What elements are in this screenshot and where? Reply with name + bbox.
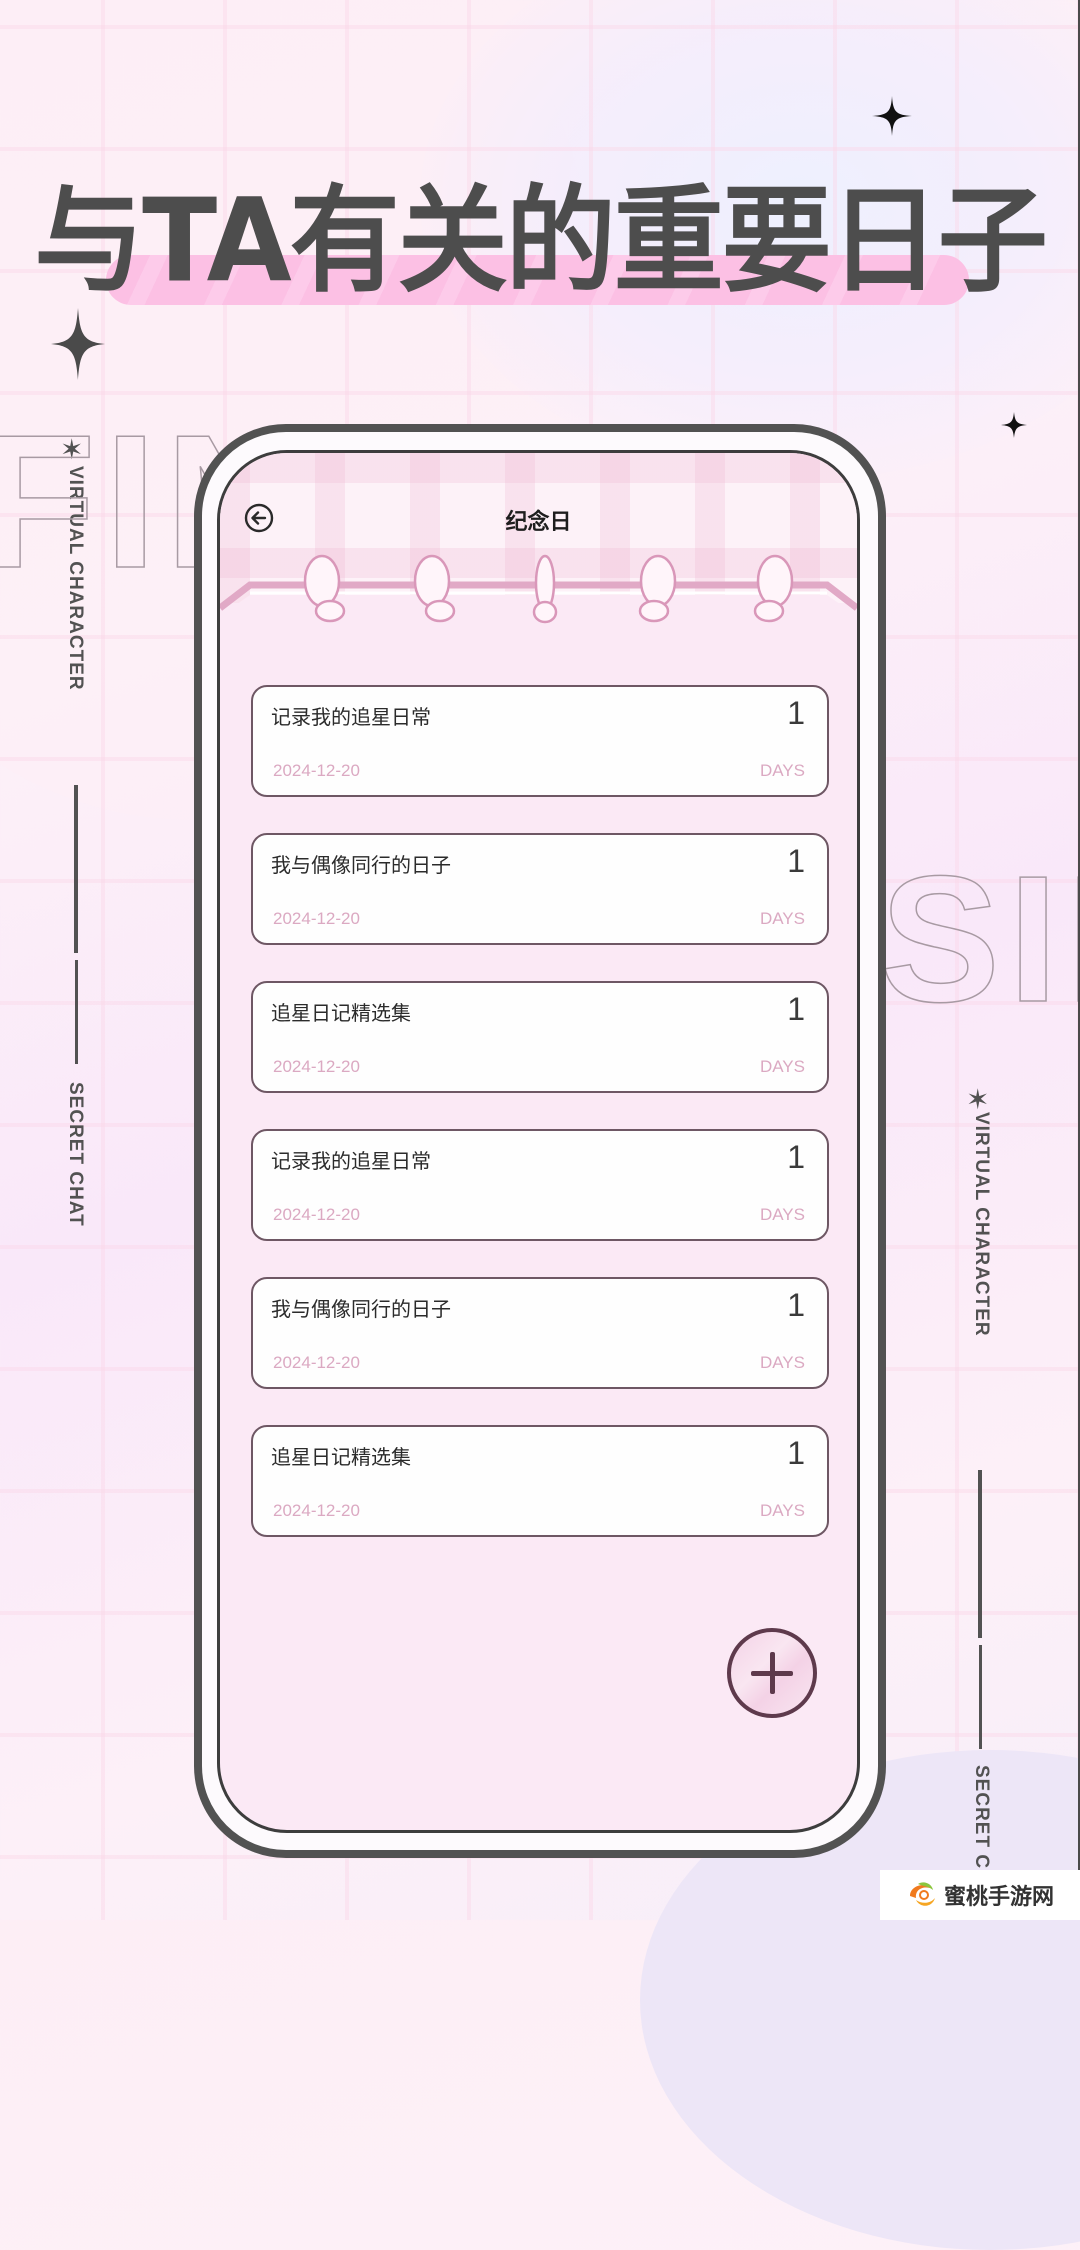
anniversary-card[interactable]: 追星日记精选集 1 2024-12-20 DAYS [251,981,829,1093]
anniversary-date: 2024-12-20 [273,1501,360,1520]
site-watermark: 蜜桃手游网 [880,1870,1080,1920]
anniversary-date: 2024-12-20 [273,1205,360,1224]
anniversary-title: 记录我的追星日常 [271,1149,431,1173]
sparkle-star-icon [1001,412,1027,438]
sparkle-star-icon [51,308,105,380]
add-anniversary-button[interactable] [727,1628,817,1718]
page-title: 纪念日 [505,510,572,535]
right-edge-line [1078,0,1080,1870]
app-screen: 纪念日 记录我的追星日常 1 2024-12-20 DAYS 我与偶像同行的日子… [217,450,860,1833]
asterisk-star-icon: ✶ [966,1083,990,1116]
background-outline-text-right: SII [879,839,1080,1040]
binder-rings-decoration [220,554,857,638]
side-divider-line [979,1645,982,1749]
days-unit-label: DAYS [759,1057,805,1076]
peach-logo-icon [909,1882,935,1906]
anniversary-card[interactable]: 记录我的追星日常 1 2024-12-20 DAYS [251,1129,829,1241]
anniversary-date: 2024-12-20 [273,1353,360,1372]
side-text-virtual-character-left: VIRTUAL CHARACTER [65,466,86,691]
side-divider-line [75,960,78,1064]
back-arrow-circle-icon [244,503,274,533]
anniversary-card[interactable]: 我与偶像同行的日子 1 2024-12-20 DAYS [251,1277,829,1389]
days-unit-label: DAYS [759,1353,805,1372]
side-divider-line [978,1470,982,1638]
anniversary-title: 追星日记精选集 [271,1445,411,1469]
days-count: 1 [787,1139,805,1175]
days-unit-label: DAYS [759,1501,805,1520]
days-unit-label: DAYS [759,1205,805,1224]
days-count: 1 [787,1435,805,1471]
anniversary-card[interactable]: 我与偶像同行的日子 1 2024-12-20 DAYS [251,833,829,945]
asterisk-star-icon: ✶ [60,433,84,466]
anniversary-date: 2024-12-20 [273,761,360,780]
side-text-secret-chat-left: SECRET CHAT [65,1082,86,1227]
watermark-text: 蜜桃手游网 [943,1885,1054,1910]
promo-headline: 与TA有关的重要日子 [34,173,1048,308]
anniversary-card[interactable]: 记录我的追星日常 1 2024-12-20 DAYS [251,685,829,797]
days-count: 1 [787,991,805,1027]
anniversary-title: 我与偶像同行的日子 [271,1297,451,1321]
days-count: 1 [787,1287,805,1323]
headline-highlight-banner [106,255,969,305]
anniversary-date: 2024-12-20 [273,1057,360,1076]
sparkle-star-icon [872,96,912,136]
anniversary-title: 追星日记精选集 [271,1001,411,1025]
anniversary-title: 记录我的追星日常 [271,705,431,729]
side-divider-line [74,785,78,953]
anniversary-card[interactable]: 追星日记精选集 1 2024-12-20 DAYS [251,1425,829,1537]
anniversary-title: 我与偶像同行的日子 [271,853,451,877]
days-unit-label: DAYS [759,909,805,928]
side-text-virtual-character-right: VIRTUAL CHARACTER [971,1112,992,1337]
days-unit-label: DAYS [759,761,805,780]
back-button[interactable] [244,503,274,533]
days-count: 1 [787,695,805,731]
days-count: 1 [787,843,805,879]
anniversary-date: 2024-12-20 [273,909,360,928]
app-header: 纪念日 [220,493,857,543]
